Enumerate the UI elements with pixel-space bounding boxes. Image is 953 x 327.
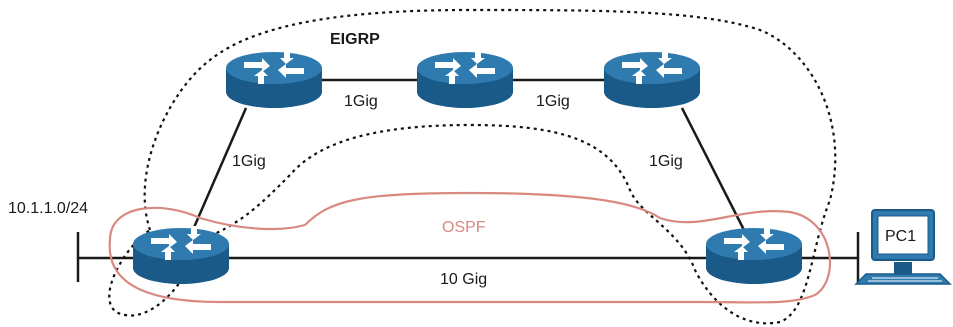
link-left-diag [190,107,248,233]
pc-label: PC1 [885,228,916,245]
eigrp-boundary [108,8,837,325]
link-right-diag [680,107,746,231]
router-icon [417,50,513,108]
router-icon [226,50,322,108]
router-icon [133,226,229,284]
pc-icon [854,209,952,285]
link-label-top-right: 1Gig [536,93,570,110]
links [76,78,860,282]
ospf-boundary [108,191,832,304]
ospf-label: OSPF [442,219,486,236]
link-label-right-diag: 1Gig [649,153,683,170]
router-icon [706,226,802,284]
router-icon [604,50,700,108]
link-label-top-left: 1Gig [344,93,378,110]
subnet-label: 10.1.1.0/24 [8,200,88,217]
link-label-bottom: 10 Gig [440,271,487,288]
link-label-left-diag: 1Gig [232,153,266,170]
eigrp-label: EIGRP [330,31,380,48]
